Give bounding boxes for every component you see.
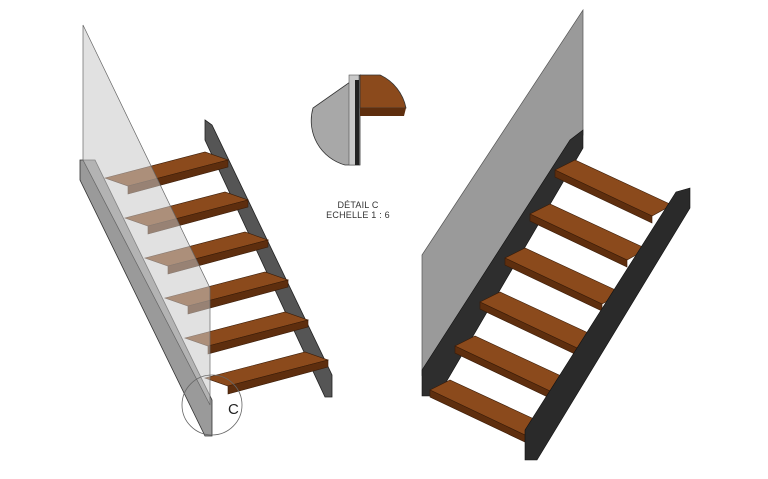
detail-title: DÉTAIL C — [337, 200, 379, 210]
right-tread-front — [554, 169, 653, 224]
detail-c-callout-circle — [181, 374, 243, 436]
right-staircase — [421, 8, 691, 461]
right-stringer-back — [421, 129, 584, 397]
detail-callout-letter: C — [228, 401, 239, 418]
left-staircase — [79, 24, 333, 437]
right-treads — [429, 159, 673, 444]
right-tread-front — [529, 213, 628, 268]
left-tread-front — [227, 359, 329, 395]
right-stringer-front — [524, 187, 691, 461]
detail-c-view — [310, 74, 407, 166]
right-tread-top — [554, 159, 673, 217]
left-glass-panel — [82, 24, 211, 406]
detail-scale: ECHELLE 1 : 6 — [326, 210, 390, 220]
